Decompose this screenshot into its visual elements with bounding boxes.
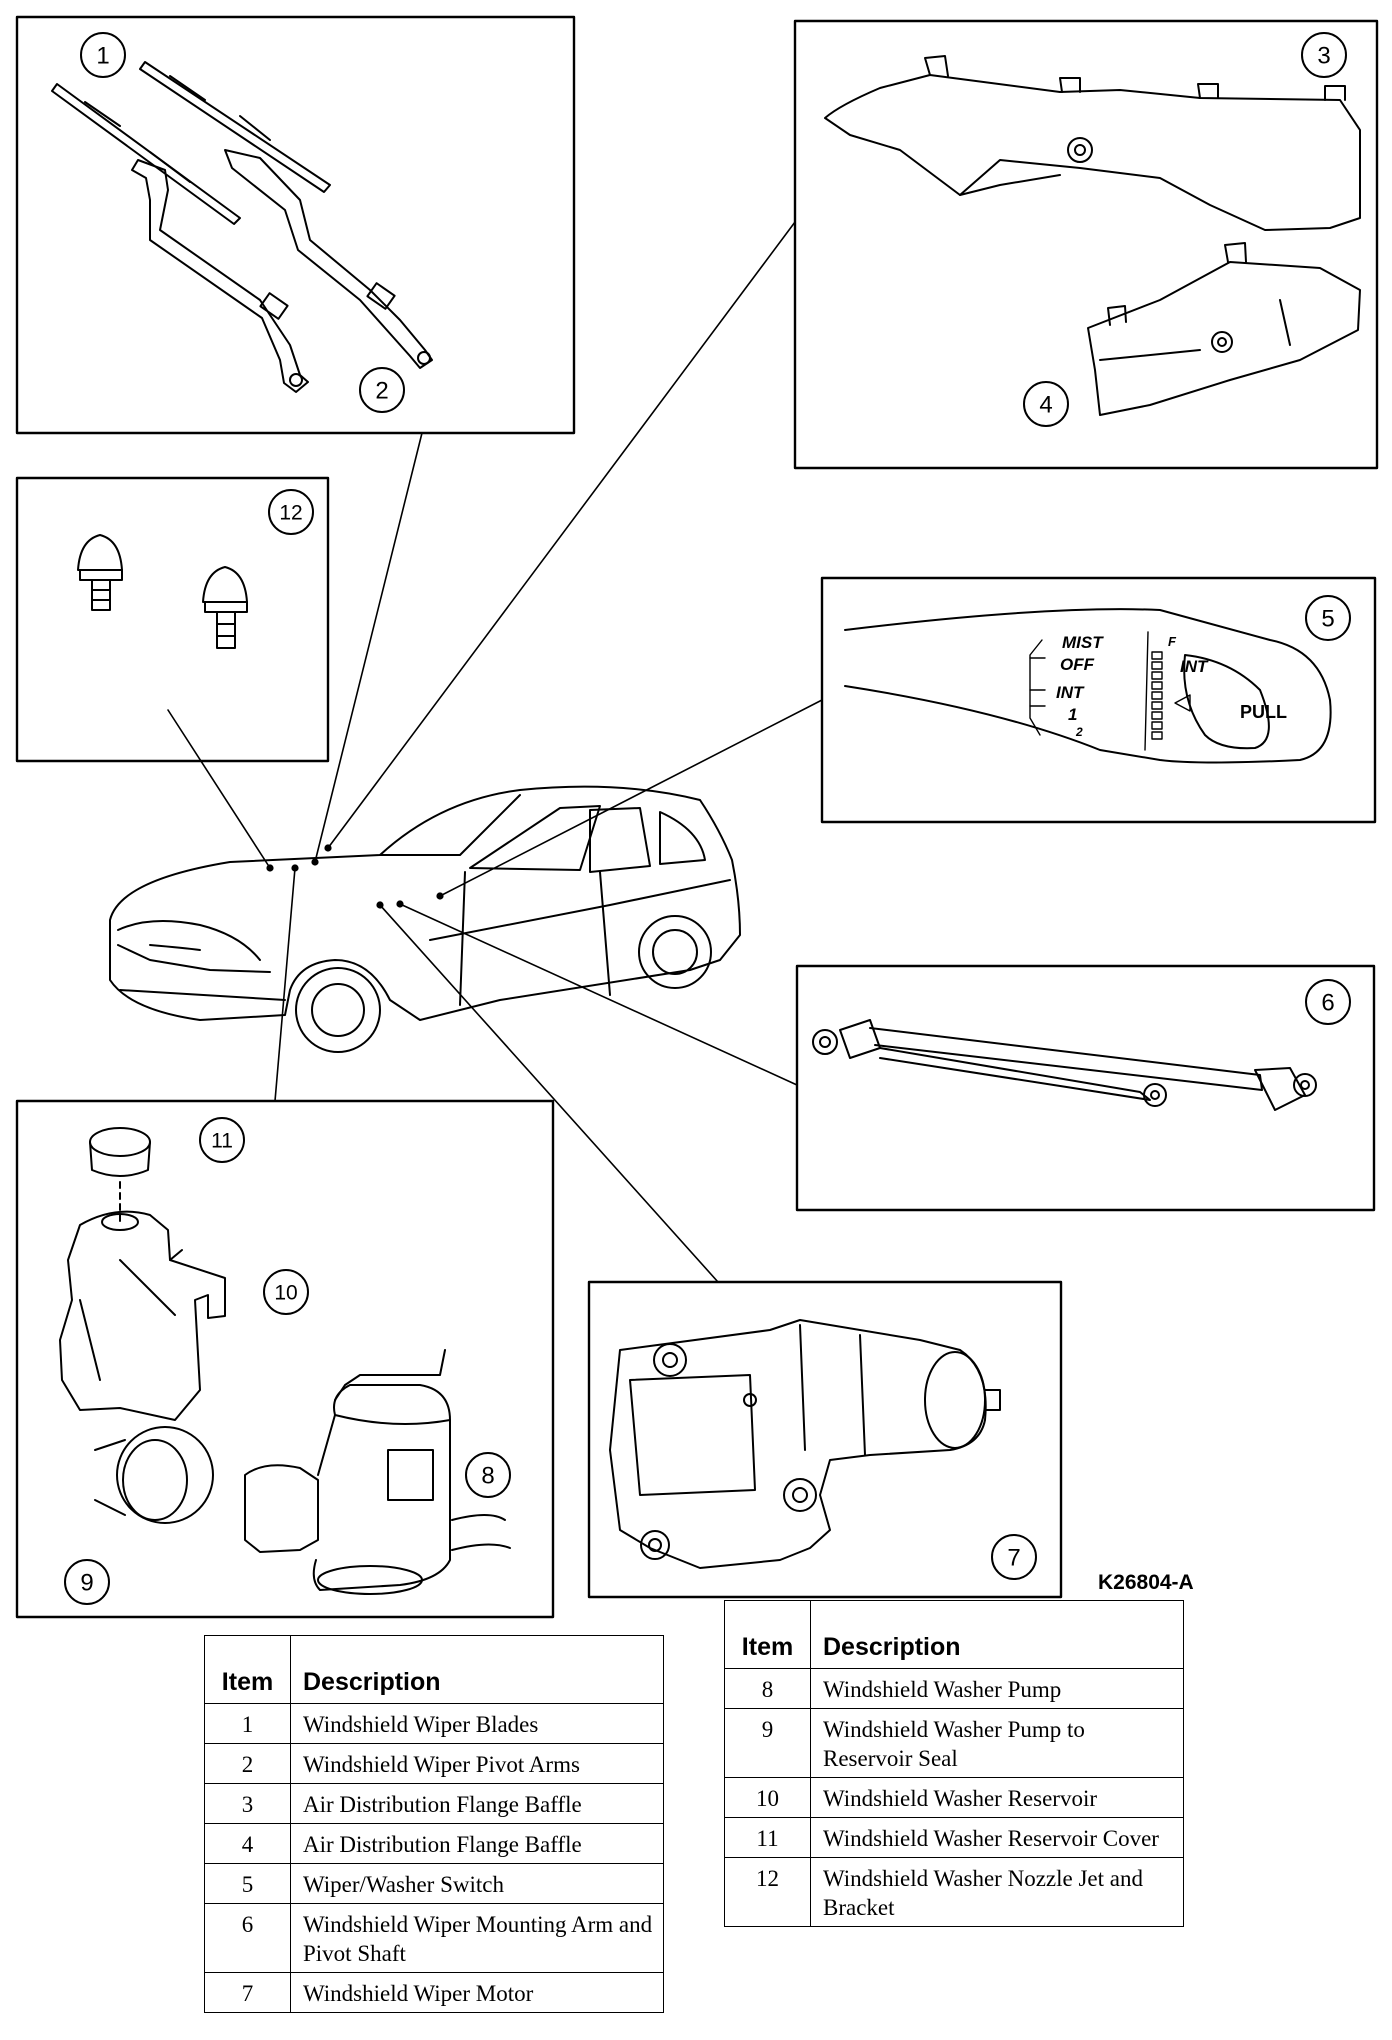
callout-7: 7 xyxy=(1007,1545,1020,1572)
callout-circle-7 xyxy=(991,1534,1037,1580)
callout-circle-5 xyxy=(1305,595,1351,641)
item-description: Air Distribution Flange Baffle xyxy=(290,1783,664,1824)
switch-label-int: INT xyxy=(1056,683,1085,702)
item-number: 2 xyxy=(204,1743,291,1784)
switch-label-ring-f: F xyxy=(1168,634,1177,649)
wiper-switch-drawing xyxy=(844,608,1332,764)
callout-9: 9 xyxy=(80,1570,93,1597)
callout-4: 4 xyxy=(1039,392,1052,419)
switch-label-off: OFF xyxy=(1060,655,1095,674)
panel-pivot-shaft xyxy=(795,964,1376,1212)
callout-circles xyxy=(64,32,1351,1605)
item-description: Windshield Wiper Blades xyxy=(290,1703,664,1744)
item-number: 4 xyxy=(204,1823,291,1864)
legend-header-item: Item xyxy=(204,1635,291,1704)
legend-header-description: Description xyxy=(290,1635,664,1704)
callout-circle-9 xyxy=(64,1559,110,1605)
panel-washer xyxy=(15,1099,555,1619)
switch-label-speed2: 2 xyxy=(1075,725,1083,739)
item-description: Windshield Washer Reservoir Cover xyxy=(810,1817,1184,1858)
panel-wiper-motor xyxy=(587,1280,1063,1599)
legend-header-row: Item Description xyxy=(724,1600,1184,1669)
item-number: 3 xyxy=(204,1783,291,1824)
legend-header-description: Description xyxy=(810,1600,1184,1669)
item-description: Windshield Wiper Motor xyxy=(290,1972,664,2013)
callout-5: 5 xyxy=(1321,606,1334,633)
switch-label-pull: PULL xyxy=(1240,702,1287,722)
item-number: 5 xyxy=(204,1863,291,1904)
item-number: 1 xyxy=(204,1703,291,1744)
nozzle-jets-drawing xyxy=(77,534,248,649)
item-description: Windshield Washer Nozzle Jet and Bracket xyxy=(810,1857,1184,1927)
callout-2: 2 xyxy=(375,378,388,405)
item-number: 11 xyxy=(724,1817,811,1858)
vehicle-drawing xyxy=(109,785,741,1053)
callout-circle-6 xyxy=(1305,979,1351,1025)
callout-8: 8 xyxy=(481,1463,494,1490)
wiper-motor-drawing xyxy=(609,1319,1001,1569)
item-number: 8 xyxy=(724,1668,811,1709)
panel-switch xyxy=(820,576,1377,824)
callout-circle-1 xyxy=(80,32,126,78)
leader-lines xyxy=(167,221,823,1283)
callout-circle-8 xyxy=(465,1452,511,1498)
switch-label-mist: MIST xyxy=(1062,633,1104,652)
callout-circle-4 xyxy=(1023,381,1069,427)
callout-circle-2 xyxy=(359,367,405,413)
item-number: 12 xyxy=(724,1857,811,1927)
flange-baffles-drawing xyxy=(824,55,1361,416)
callout-circle-10 xyxy=(263,1269,309,1315)
item-description: Windshield Washer Reservoir xyxy=(810,1777,1184,1818)
legend-header-row: Item Description xyxy=(204,1635,664,1704)
panel-wiper-blades xyxy=(15,15,576,435)
item-description: Windshield Wiper Mounting Arm and Pivot … xyxy=(290,1903,664,1973)
callout-1: 1 xyxy=(96,43,109,70)
washer-parts-drawing xyxy=(59,1127,511,1595)
callout-11: 11 xyxy=(211,1130,233,1153)
item-description: Windshield Wiper Pivot Arms xyxy=(290,1743,664,1784)
wiper-blades-drawing xyxy=(51,61,433,393)
callout-10: 10 xyxy=(274,1282,297,1305)
legend-header-item: Item xyxy=(724,1600,811,1669)
item-number: 9 xyxy=(724,1708,811,1778)
panel-flange-baffles xyxy=(793,19,1379,470)
figure-id: K26804-A xyxy=(1098,1571,1194,1594)
switch-label-speed1: 1 xyxy=(1068,705,1077,724)
callout-12: 12 xyxy=(279,502,302,525)
item-number: 6 xyxy=(204,1903,291,1973)
panel-nozzles xyxy=(15,476,330,763)
callout-3: 3 xyxy=(1317,43,1330,70)
callout-circle-11 xyxy=(199,1117,245,1163)
pivot-shaft-drawing xyxy=(812,1019,1317,1111)
item-description: Windshield Washer Pump to Reservoir Seal xyxy=(810,1708,1184,1778)
switch-label-ring-int: INT xyxy=(1180,657,1209,676)
item-number: 7 xyxy=(204,1972,291,2013)
item-description: Windshield Washer Pump xyxy=(810,1668,1184,1709)
item-number: 10 xyxy=(724,1777,811,1818)
callout-circle-12 xyxy=(268,489,314,535)
callout-circle-3 xyxy=(1301,32,1347,78)
callout-6: 6 xyxy=(1321,990,1334,1017)
item-description: Air Distribution Flange Baffle xyxy=(290,1823,664,1864)
item-description: Wiper/Washer Switch xyxy=(290,1863,664,1904)
